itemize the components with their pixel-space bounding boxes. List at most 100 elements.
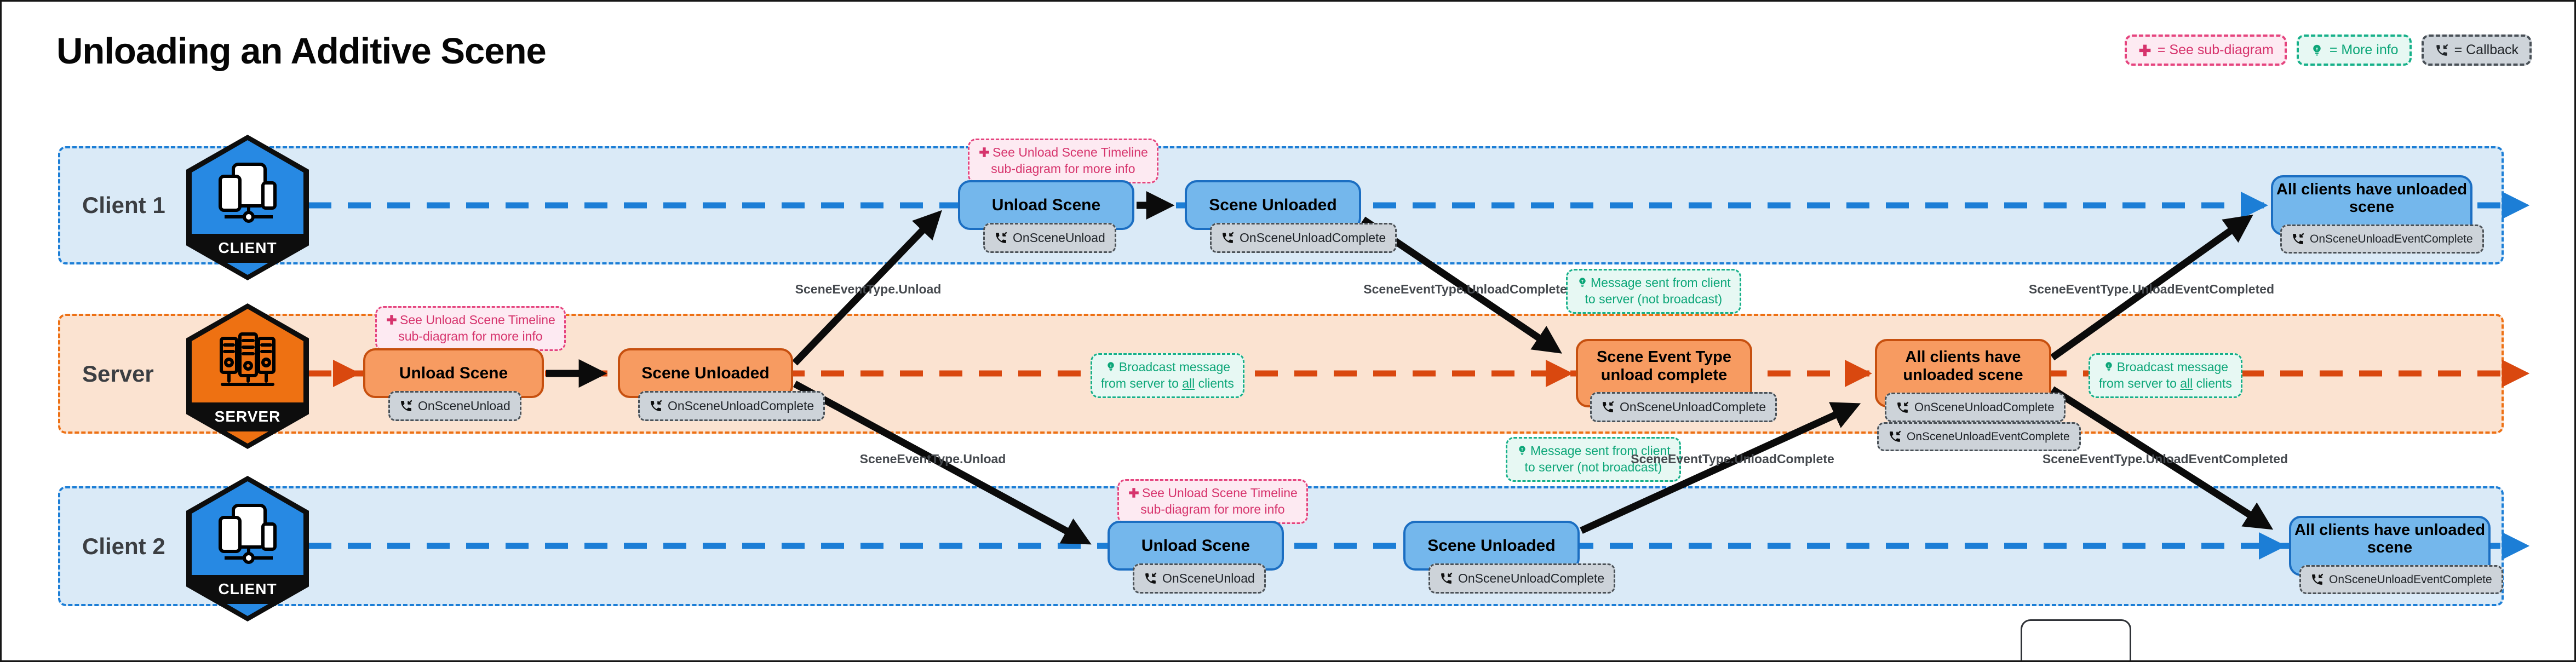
callback-badge: OnSceneUnload bbox=[388, 391, 521, 421]
edge-label-unload-client1: SceneEventType.Unload bbox=[795, 282, 942, 296]
node-title: All clients have unloaded scene bbox=[2294, 521, 2486, 556]
client-devices-icon bbox=[219, 163, 277, 223]
callback-badge: OnSceneUnloadComplete bbox=[1428, 563, 1616, 594]
note-line: Broadcast message bbox=[1118, 360, 1231, 374]
node-title: Scene Unloaded bbox=[1427, 536, 1556, 555]
plus-icon bbox=[386, 314, 398, 326]
callback-phone-icon bbox=[1888, 430, 1902, 444]
callback-badge: OnSceneUnloadComplete bbox=[1210, 223, 1397, 253]
callback-badge: OnSceneUnload bbox=[983, 223, 1116, 253]
lightbulb-icon bbox=[1516, 445, 1528, 457]
client-devices-icon bbox=[219, 504, 277, 564]
note-see-sub-diagram-client2: See Unload Scene Timeline sub-diagram fo… bbox=[1117, 479, 1308, 524]
lightbulb-icon bbox=[1576, 277, 1588, 289]
note-line: from server to all clients bbox=[1101, 376, 1234, 390]
callback-label: OnSceneUnloadComplete bbox=[1914, 400, 2055, 414]
edge-label-unload-complete-client1: SceneEventType.UnloadComplete bbox=[1363, 282, 1567, 296]
cropped-empty-box bbox=[2021, 619, 2131, 660]
callback-label: OnSceneUnload bbox=[1013, 231, 1105, 245]
note-see-sub-diagram-client1: See Unload Scene Timeline sub-diagram fo… bbox=[968, 139, 1158, 183]
lightbulb-icon bbox=[2103, 361, 2115, 373]
lightbulb-icon bbox=[2310, 43, 2324, 57]
callback-badge: OnSceneUnloadComplete bbox=[1885, 393, 2066, 422]
callback-badge: OnSceneUnloadEventComplete bbox=[1877, 422, 2081, 451]
callback-label: OnSceneUnloadComplete bbox=[1240, 231, 1386, 245]
hexagon-border: SERVER bbox=[186, 303, 309, 449]
callback-phone-icon bbox=[1896, 401, 1909, 415]
node-title: Scene Event Type unload complete bbox=[1596, 348, 1732, 384]
lightbulb-icon bbox=[1105, 361, 1117, 373]
legend-callback: = Callback bbox=[2421, 34, 2532, 66]
legend-callback-label: = Callback bbox=[2454, 42, 2518, 57]
callback-label: OnSceneUnloadComplete bbox=[1620, 400, 1766, 414]
callback-phone-icon bbox=[2435, 43, 2449, 57]
server-hexagon-badge: SERVER bbox=[186, 303, 309, 449]
callback-phone-icon bbox=[994, 231, 1008, 245]
node-title: Unload Scene bbox=[991, 195, 1101, 214]
note-line: from server to all clients bbox=[2099, 376, 2232, 390]
hexagon-role-label: SERVER bbox=[186, 402, 309, 432]
server-racks-icon bbox=[220, 332, 276, 386]
callback-badge: OnSceneUnloadComplete bbox=[638, 391, 825, 421]
node-title: Scene Unloaded bbox=[1209, 195, 1337, 214]
callback-phone-icon bbox=[1601, 400, 1615, 414]
plus-icon bbox=[2138, 43, 2152, 57]
note-client-message-client1: Message sent from client to server (not … bbox=[1566, 269, 1741, 314]
callback-phone-icon bbox=[1221, 231, 1235, 245]
callback-label: OnSceneUnloadComplete bbox=[1458, 571, 1605, 585]
node-title: Unload Scene bbox=[399, 364, 508, 382]
legend-see-sub-diagram: = See sub-diagram bbox=[2124, 34, 2287, 66]
legend-more-info: = More info bbox=[2296, 34, 2412, 66]
note-broadcast-all-clients: Broadcast message from server to all cli… bbox=[1091, 353, 1244, 398]
plus-icon bbox=[978, 146, 990, 158]
node-title: Scene Unloaded bbox=[641, 364, 770, 382]
client1-hexagon-badge: CLIENT bbox=[186, 135, 309, 280]
note-line: See Unload Scene Timeline bbox=[992, 145, 1148, 159]
callback-badge: OnSceneUnloadComplete bbox=[1590, 392, 1777, 422]
callback-label: OnSceneUnloadComplete bbox=[668, 399, 814, 413]
hexagon-role-label: CLIENT bbox=[186, 574, 309, 605]
callback-label: OnSceneUnloadEventComplete bbox=[1907, 430, 2070, 443]
note-see-sub-diagram-server: See Unload Scene Timeline sub-diagram fo… bbox=[375, 306, 566, 351]
legend: = See sub-diagram = More info = Callback bbox=[2124, 34, 2532, 66]
callback-badge: OnSceneUnloadEventComplete bbox=[2299, 565, 2503, 594]
note-line: Broadcast message bbox=[2116, 360, 2229, 374]
callback-label: OnSceneUnloadEventComplete bbox=[2329, 573, 2492, 586]
callback-phone-icon bbox=[1144, 572, 1157, 585]
edge-label-unload-complete-client2: SceneEventType.UnloadComplete bbox=[1631, 452, 1834, 466]
page-title: Unloading an Additive Scene bbox=[56, 31, 547, 72]
edge-label-unload-client2: SceneEventType.Unload bbox=[859, 452, 1006, 466]
callback-label: OnSceneUnload bbox=[1162, 571, 1255, 585]
note-line: See Unload Scene Timeline bbox=[1142, 486, 1298, 500]
edge-label-unload-event-completed-client2: SceneEventType.UnloadEventCompleted bbox=[2042, 452, 2288, 466]
lane-client2-label: Client 2 bbox=[82, 533, 165, 559]
plus-icon bbox=[1128, 487, 1140, 499]
callback-label: OnSceneUnloadEventComplete bbox=[2310, 232, 2473, 245]
note-line: sub-diagram for more info bbox=[991, 161, 1135, 176]
callback-phone-icon bbox=[1439, 572, 1453, 585]
node-title: All clients have unloaded scene bbox=[1903, 348, 2023, 384]
callback-phone-icon bbox=[2291, 232, 2305, 246]
hexagon-border: CLIENT bbox=[186, 135, 309, 280]
legend-see-sub-diagram-label: = See sub-diagram bbox=[2157, 42, 2274, 57]
hexagon-role-label: CLIENT bbox=[186, 233, 309, 263]
note-line: See Unload Scene Timeline bbox=[400, 313, 555, 327]
edge-label-unload-event-completed-client1: SceneEventType.UnloadEventCompleted bbox=[2028, 282, 2275, 296]
callback-badge: OnSceneUnloadEventComplete bbox=[2280, 224, 2484, 254]
note-line: Message sent from client bbox=[1591, 275, 1731, 290]
node-title: Unload Scene bbox=[1141, 536, 1250, 555]
hexagon-border: CLIENT bbox=[186, 476, 309, 621]
note-broadcast-all-clients: Broadcast message from server to all cli… bbox=[2089, 353, 2242, 398]
callback-phone-icon bbox=[2310, 573, 2324, 586]
lane-server-label: Server bbox=[82, 360, 154, 387]
callback-badge: OnSceneUnload bbox=[1133, 563, 1266, 594]
callback-phone-icon bbox=[399, 399, 413, 413]
note-line: sub-diagram for more info bbox=[1140, 502, 1285, 516]
note-line: sub-diagram for more info bbox=[398, 329, 543, 343]
legend-more-info-label: = More info bbox=[2329, 42, 2399, 57]
lane-client1-label: Client 1 bbox=[82, 192, 165, 218]
note-line: to server (not broadcast) bbox=[1585, 291, 1723, 306]
callback-phone-icon bbox=[649, 399, 663, 413]
callback-label: OnSceneUnload bbox=[418, 399, 510, 413]
